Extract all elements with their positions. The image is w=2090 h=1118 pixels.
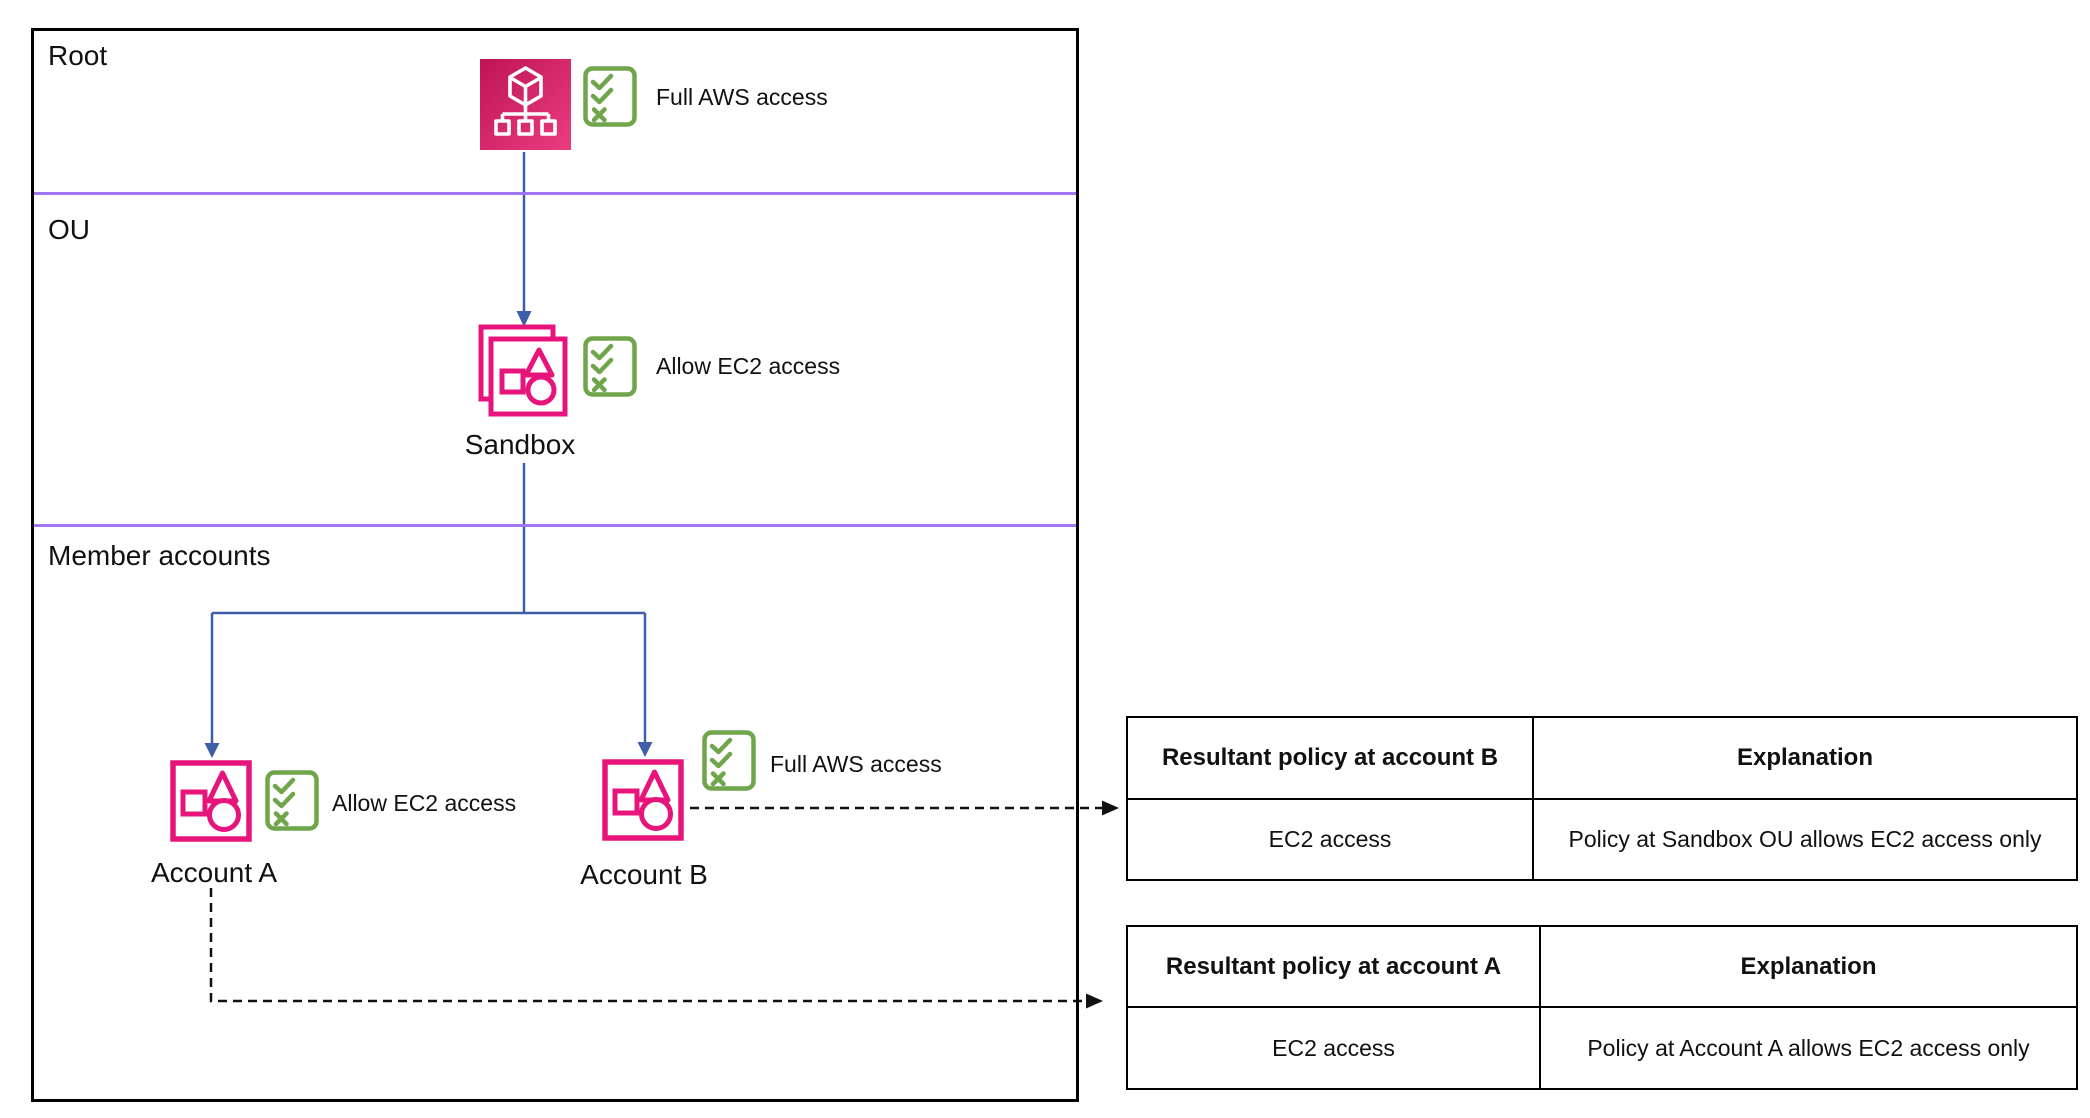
- account-b-label: Account B: [580, 859, 708, 890]
- root-policy-label: Full AWS access: [656, 84, 828, 110]
- table-b-header-explanation: Explanation: [1532, 716, 2078, 800]
- table-a-cell-policy: EC2 access: [1126, 1006, 1541, 1090]
- account-a-icon: [170, 760, 252, 842]
- account-a-label: Account A: [150, 857, 278, 888]
- account-a-policy-label: Allow EC2 access: [332, 790, 517, 816]
- table-a-header-explanation: Explanation: [1539, 925, 2078, 1008]
- policy-table-account-a: Resultant policy at account A Explanatio…: [1126, 925, 2078, 1090]
- table-a-header-policy: Resultant policy at account A: [1126, 925, 1541, 1008]
- table-b-header-policy: Resultant policy at account B: [1126, 716, 1534, 800]
- table-a-cell-explanation: Policy at Account A allows EC2 access on…: [1539, 1006, 2078, 1090]
- aws-organizations-icon: [480, 59, 571, 150]
- account-b-policy-label: Full AWS access: [770, 751, 942, 777]
- section-label-root: Root: [48, 40, 108, 71]
- sandbox-ou-label: Sandbox: [464, 429, 576, 460]
- account-a-policy-icon: [265, 770, 319, 831]
- root-policy-icon: [583, 66, 637, 127]
- policy-table-account-b: Resultant policy at account B Explanatio…: [1126, 716, 2078, 881]
- table-row: EC2 access Policy at Account A allows EC…: [1126, 1006, 2078, 1090]
- ou-policy-icon: [583, 336, 637, 397]
- organization-box: [31, 28, 1079, 1102]
- ou-policy-label: Allow EC2 access: [656, 353, 841, 379]
- table-row: EC2 access Policy at Sandbox OU allows E…: [1126, 798, 2078, 881]
- section-label-ou: OU: [48, 214, 90, 245]
- section-label-member-accounts: Member accounts: [48, 540, 271, 571]
- organizational-unit-icon: [478, 324, 568, 417]
- table-b-cell-policy: EC2 access: [1126, 798, 1534, 881]
- table-b-cell-explanation: Policy at Sandbox OU allows EC2 access o…: [1532, 798, 2078, 881]
- ou-member-divider: [34, 524, 1076, 527]
- account-b-policy-icon: [702, 730, 756, 791]
- root-ou-divider: [34, 192, 1076, 195]
- account-b-icon: [602, 759, 684, 841]
